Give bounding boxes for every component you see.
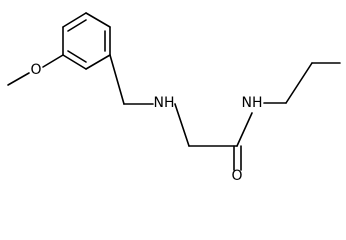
ring-inner-double-bond-3 (67, 50, 87, 63)
propyl-chain (263, 62, 341, 104)
amide-nh-label: NH (242, 95, 263, 111)
ring-bond-5 (62, 54, 87, 70)
ring-bond-2 (85, 12, 111, 28)
amine-linker: NH (109, 54, 190, 147)
carbonyl-oxygen-label: O (231, 168, 242, 184)
ring-to-oxygen-bond (42, 54, 64, 68)
benzene-ring (62, 12, 111, 70)
carbonyl-to-nh-bond (236, 112, 253, 147)
nh-to-methylene-bond (174, 103, 190, 147)
propyl-bond-2 (285, 62, 313, 104)
ring-to-benzyl-carbon-bond (109, 54, 125, 105)
oxygen-to-methyl-bond (7, 72, 30, 86)
ring-inner-double-bond-1 (67, 19, 87, 32)
amide-group: O NH (188, 95, 263, 184)
ring-bond-4 (85, 54, 111, 70)
methoxy-oxygen-label: O (30, 62, 41, 78)
ring-bond-1 (62, 12, 87, 28)
chemical-structure-diagram: O NH O NH (7, 12, 341, 184)
amine-nh-label: NH (154, 95, 175, 111)
methoxy-group: O (7, 54, 64, 86)
